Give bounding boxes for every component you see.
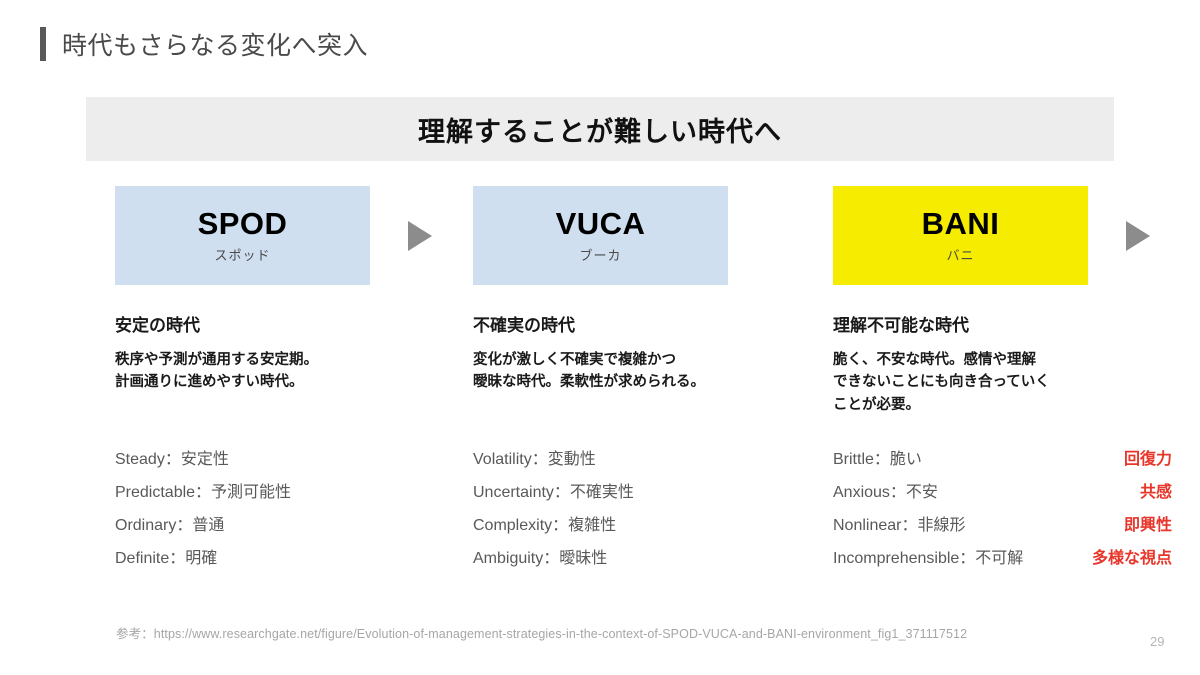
acronym-row: Definite：明確 <box>115 539 370 572</box>
term-acronym-vuca: VUCA <box>555 206 646 242</box>
acronym-row: Brittle：脆い <box>833 440 1193 473</box>
triangle-right-icon <box>1126 221 1150 251</box>
era-heading-spod: 安定の時代 <box>115 316 200 335</box>
annotation-item: 共感 <box>1139 483 1172 501</box>
acronym-item: Volatility：変動性 <box>473 450 596 468</box>
term-kana-vuca: ブーカ <box>579 247 622 263</box>
acronym-row: Volatility：変動性 <box>473 440 728 473</box>
slide-header: 時代もさらなる変化へ突入 <box>40 26 368 62</box>
term-box-spod: SPOD スポッド <box>115 186 370 285</box>
acronym-item: Predictable：予測可能性 <box>115 483 292 501</box>
acronym-item: Ordinary：普通 <box>115 516 225 534</box>
annotation-item: 多様な視点 <box>1091 549 1172 567</box>
acronym-row: Ordinary：普通 <box>115 506 370 539</box>
acronym-row: Complexity：複雑性 <box>473 506 728 539</box>
headline-banner-text: 理解することが難しい時代へ <box>418 116 782 147</box>
acronym-item: Uncertainty：不確実性 <box>473 483 634 501</box>
annotation-row: 回復力 <box>833 440 1172 473</box>
triangle-right-icon <box>408 221 432 251</box>
term-kana-bani: バニ <box>946 247 975 263</box>
annotation-row: 共感 <box>833 473 1172 506</box>
page-title: 時代もさらなる変化へ突入 <box>62 32 369 60</box>
acronym-item: Nonlinear：非線形 <box>833 516 966 534</box>
annotation-row: 即興性 <box>833 506 1172 539</box>
term-acronym-spod: SPOD <box>197 206 288 242</box>
acronym-item: Complexity：複雑性 <box>473 516 617 534</box>
title-accent-bar <box>40 27 46 61</box>
acronym-row: Nonlinear：非線形 <box>833 506 1193 539</box>
acronym-row: Ambiguity：曖昧性 <box>473 539 728 572</box>
term-kana-spod: スポッド <box>214 247 271 263</box>
annotation-row: 多様な視点 <box>833 539 1172 572</box>
source-reference: 参考：https://www.researchgate.net/figure/E… <box>116 627 968 641</box>
era-heading-vuca: 不確実の時代 <box>473 316 575 335</box>
era-description-bani: 脆く、不安な時代。感情や理解 できないことにも向き合っていく ことが必要。 <box>833 352 1050 413</box>
term-acronym-bani: BANI <box>921 206 1000 242</box>
column-vuca: VUCA ブーカ 不確実の時代 変化が激しく不確実で複雑かつ 曖昧な時代。柔軟性… <box>473 186 1150 567</box>
headline-banner: 理解することが難しい時代へ <box>86 97 1114 161</box>
acronym-list-bani: Brittle：脆い Anxious：不安 Nonlinear：非線形 Inco… <box>833 440 1193 572</box>
comparison-columns: SPOD スポッド 安定の時代 秩序や予測が通用する安定期。 計画通りに進めやす… <box>115 186 1172 586</box>
acronym-row: Predictable：予測可能性 <box>115 473 370 506</box>
acronym-row: Anxious：不安 <box>833 473 1193 506</box>
acronym-list-vuca: Volatility：変動性 Uncertainty：不確実性 Complexi… <box>473 440 728 572</box>
acronym-item: Ambiguity：曖昧性 <box>473 549 608 567</box>
page-number: 29 <box>1150 634 1165 649</box>
acronym-item: Definite：明確 <box>115 549 218 567</box>
term-box-bani: BANI バニ <box>833 186 1088 285</box>
acronym-list-spod: Steady：安定性 Predictable：予測可能性 Ordinary：普通… <box>115 440 370 572</box>
acronym-item: Incomprehensible：不可解 <box>833 549 1024 567</box>
annotation-item: 即興性 <box>1123 516 1172 534</box>
acronym-item: Brittle：脆い <box>833 450 922 468</box>
era-description-spod: 秩序や予測が通用する安定期。 計画通りに進めやすい時代。 <box>115 352 318 391</box>
annotation-list-bani: 回復力 共感 即興性 多様な視点 <box>833 440 1172 572</box>
acronym-row: Incomprehensible：不可解 <box>833 539 1193 572</box>
term-box-vuca: VUCA ブーカ <box>473 186 728 285</box>
era-heading-bani: 理解不可能な時代 <box>833 316 969 335</box>
annotation-item: 回復力 <box>1123 450 1172 468</box>
acronym-item: Steady：安定性 <box>115 450 229 468</box>
era-description-vuca: 変化が激しく不確実で複雑かつ 曖昧な時代。柔軟性が求められる。 <box>473 352 705 391</box>
acronym-item: Anxious：不安 <box>833 483 938 501</box>
column-bani: BANI バニ 理解不可能な時代 脆く、不安な時代。感情や理解 できないことにも… <box>833 186 1172 567</box>
acronym-row: Uncertainty：不確実性 <box>473 473 728 506</box>
column-spod: SPOD スポッド 安定の時代 秩序や予測が通用する安定期。 計画通りに進めやす… <box>115 186 432 567</box>
acronym-row: Steady：安定性 <box>115 440 370 473</box>
